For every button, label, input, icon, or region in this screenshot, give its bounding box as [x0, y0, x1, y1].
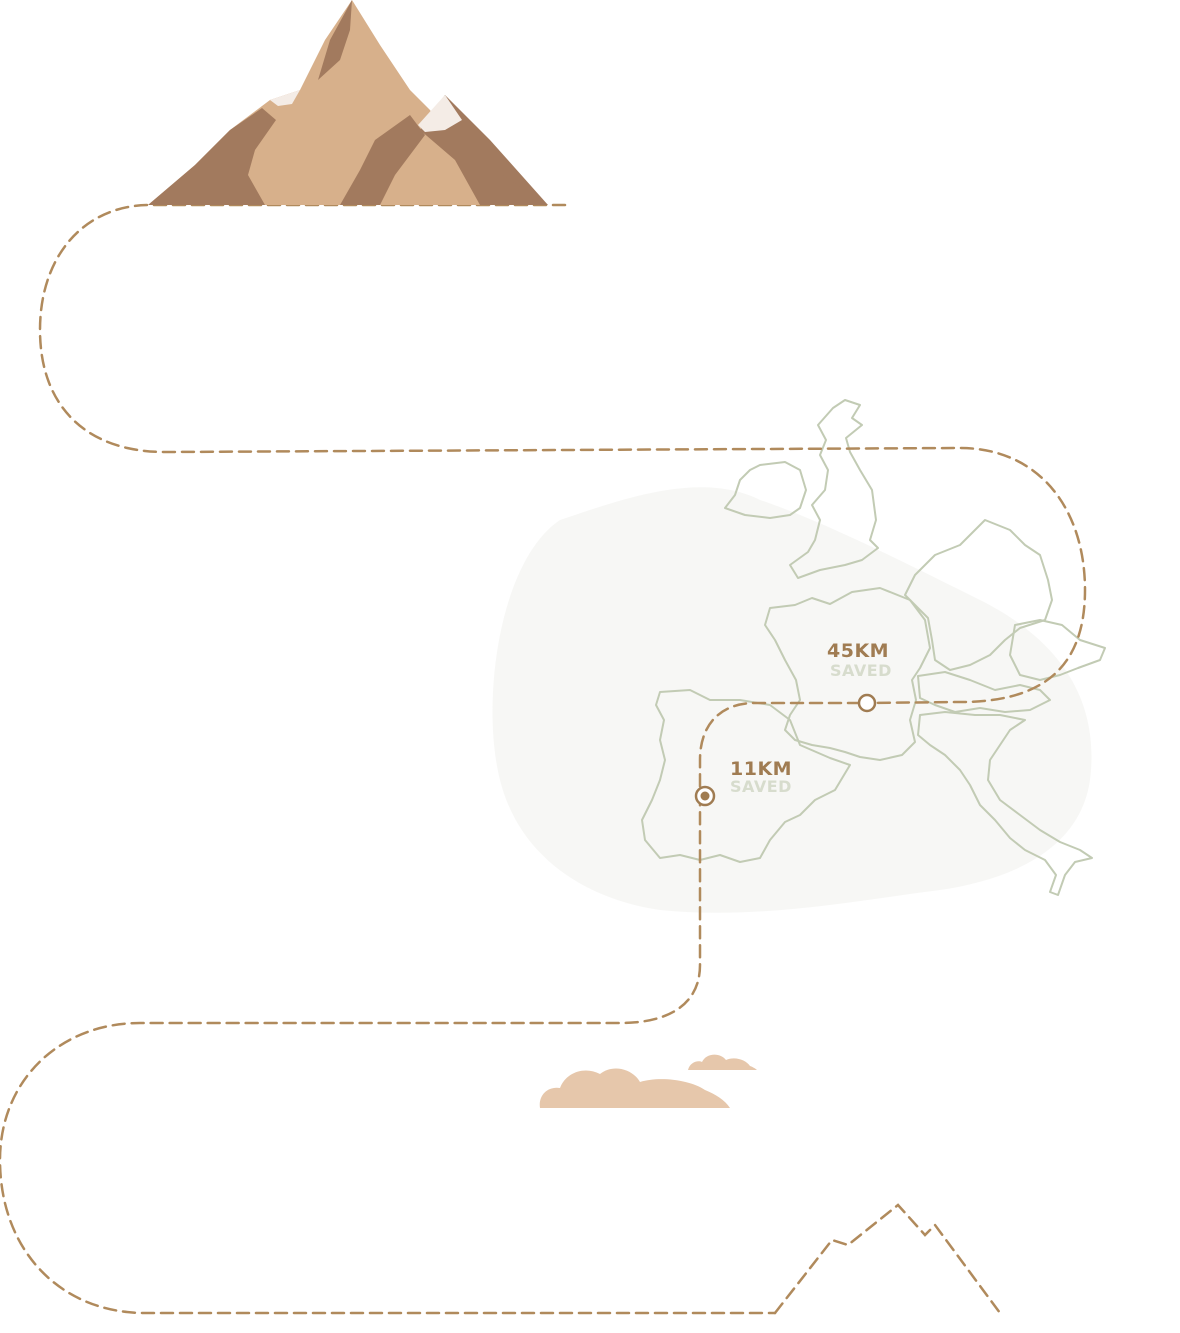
path-segment-peaks	[773, 1203, 1002, 1315]
target-marker-dot	[700, 791, 710, 801]
cloud-icon	[539, 1054, 757, 1108]
mountain-shade-left	[148, 108, 276, 205]
map-region-ireland	[724, 461, 807, 519]
map-region-alps	[917, 671, 1051, 713]
map-region-france	[764, 587, 931, 761]
map-region-iberia	[641, 689, 851, 863]
map-region-germany	[904, 519, 1053, 671]
mountain-shade-ridge	[318, 0, 352, 80]
mountain-snow-right	[418, 95, 462, 132]
mountain-icon	[148, 0, 548, 205]
marker-11km: 11KM SAVED	[694, 758, 792, 807]
mountain-shade-lower	[340, 115, 425, 205]
circle-marker-icon	[857, 693, 877, 713]
path-segment-top	[38, 203, 1087, 705]
marker-45km: 45KM SAVED	[827, 640, 892, 713]
marker-distance: 11KM	[730, 758, 792, 780]
path-segment-middle	[0, 701, 862, 1315]
map-region-central-europe	[1009, 619, 1106, 681]
marker-status: SAVED	[830, 661, 892, 680]
map-region-italy	[917, 711, 1093, 896]
cloud-large	[539, 1068, 730, 1108]
europe-map-icon	[641, 399, 1106, 896]
journey-path	[0, 203, 1087, 1315]
marker-status: SAVED	[730, 777, 792, 796]
map-region-great-britain	[789, 399, 879, 579]
marker-distance: 45KM	[827, 640, 889, 662]
map-shadow	[492, 487, 1092, 913]
cloud-small	[688, 1054, 757, 1070]
mountain-snow-left	[270, 90, 300, 106]
